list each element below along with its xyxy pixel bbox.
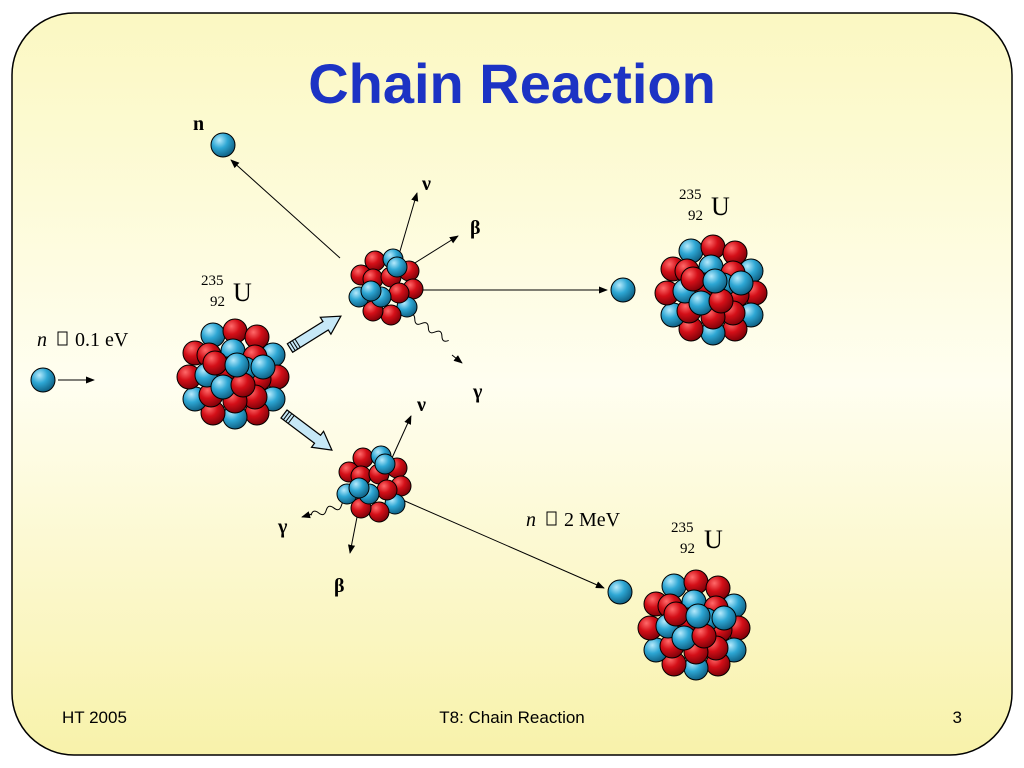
neutrino-label-lower: ν [416,394,426,416]
slide-frame [11,12,1013,756]
uranium-label-lower-right: 235 92 U [671,520,723,557]
escaping-neutron [210,132,236,158]
uranium-label-upper-right: 235 92 U [679,187,730,224]
neutron-symbol: n [37,329,47,351]
slow-neutron-energy: 0.1 eV [75,329,129,351]
neutrino-arrow-upper [397,192,419,259]
uranium-mass-number: 235 [679,187,702,203]
beta-arrow-lower [348,511,359,554]
neutron-arrow-lower [397,497,605,589]
footer-center: T8: Chain Reaction [439,708,585,727]
uranium-atomic-number: 92 [210,294,225,310]
uranium-mass-number: 235 [201,273,224,289]
neutrino-arrow-lower [391,415,412,459]
uranium-atomic-number: 92 [680,541,695,557]
beta-label-upper: β [470,217,481,239]
neutron-symbol: n [526,509,536,531]
neutron-path-arrow [230,159,341,259]
uranium-atomic-number: 92 [688,208,703,224]
neutron-label: n [193,113,204,135]
beta-arrow-upper [409,235,459,267]
gamma-label-upper: γ [472,381,483,403]
beta-label-lower: β [334,575,345,597]
uranium-symbol: U [233,278,252,307]
neutron-right [610,277,636,303]
footer-left: HT 2005 [62,708,127,727]
gamma-wave-lower [310,500,350,516]
approx-symbol-box [546,511,557,526]
page-title: Chain Reaction [308,52,716,115]
approx-symbol-box [57,331,68,346]
page-number: 3 [953,708,962,727]
slow-neutron-energy-label: n 0.1 eV [37,329,129,351]
uranium-symbol: U [711,192,730,221]
neutrino-label-upper: ν [421,173,431,195]
gamma-wave-upper [407,313,449,342]
fast-neutron-energy-label: n 2 MeV [526,509,621,531]
uranium-symbol: U [704,525,723,554]
fast-neutron-energy: 2 MeV [564,509,621,531]
gamma-arrowhead-upper [451,354,463,364]
incoming-neutron [30,367,56,393]
uranium-label-initial: 235 92 U [201,273,252,310]
uranium-mass-number: 235 [671,520,694,536]
gamma-label-lower: γ [277,516,288,538]
neutron-lower-right [607,579,633,605]
gamma-arrowhead-lower [301,511,313,519]
